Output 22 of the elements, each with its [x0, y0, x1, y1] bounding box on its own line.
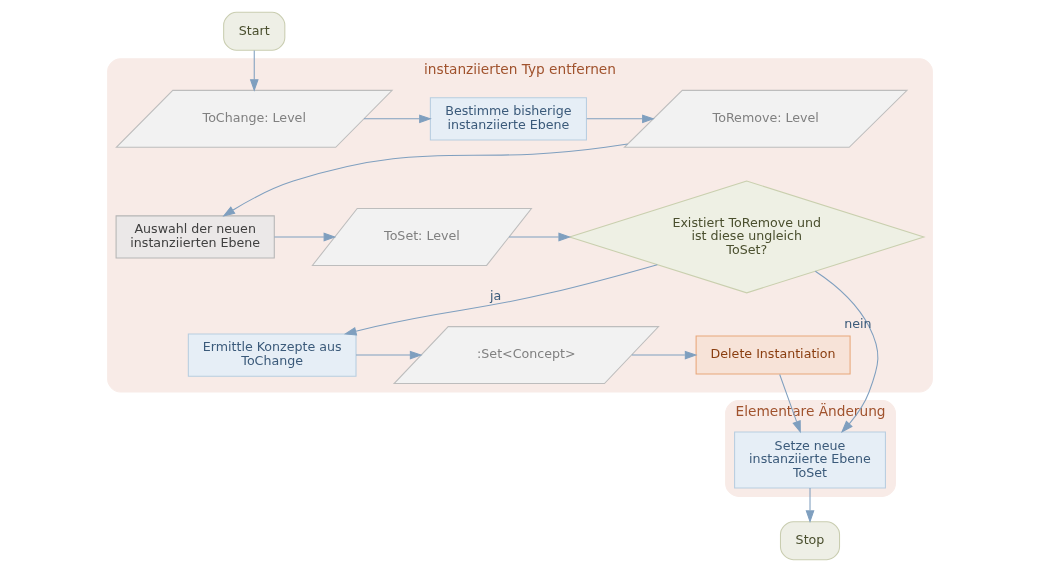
- arrow: [778, 374, 801, 434]
- node-diamond: Existiert ToRemove und ist diese ungleich ToSet?: [567, 180, 926, 294]
- arrow: [805, 487, 814, 524]
- arrow: [355, 350, 422, 360]
- arrow: [343, 264, 658, 336]
- node-box: Start: [222, 11, 285, 51]
- node-box: Ermittle Konzepte aus ToChange: [187, 333, 357, 377]
- arrow: [249, 49, 259, 92]
- arrow: [585, 114, 655, 124]
- edge-label: nein: [843, 316, 872, 332]
- node-box: Delete Instantiation: [695, 335, 851, 375]
- arrow: [630, 350, 697, 360]
- arrow: [273, 232, 336, 242]
- arrow: [221, 143, 628, 217]
- node-box: Bestimme bisherige instanziierte Ebene: [429, 97, 587, 141]
- arrow: [362, 114, 432, 124]
- node-box: Auswahl der neuen instanziierten Ebene: [115, 215, 275, 259]
- node-box: Stop: [779, 521, 840, 561]
- node-box: Setze neue instanziierte Ebene ToSet: [733, 431, 886, 489]
- arrow: [814, 270, 878, 433]
- arrow: [508, 232, 571, 242]
- edge-label: ja: [489, 287, 501, 303]
